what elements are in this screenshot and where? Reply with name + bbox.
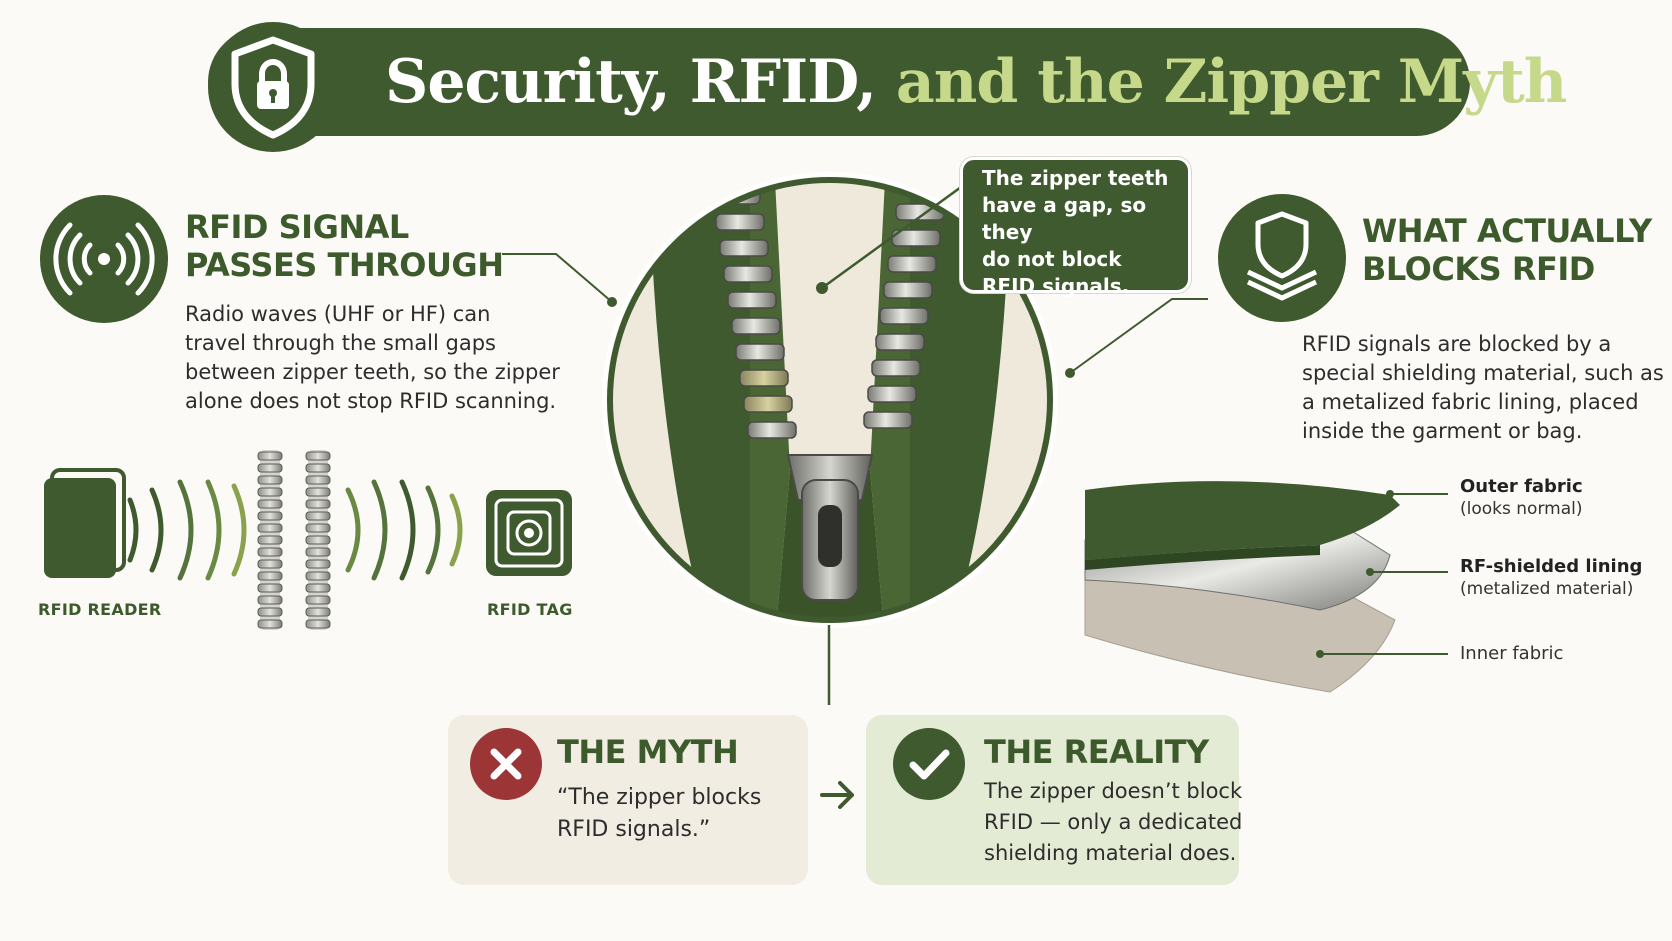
signal-body-line: Radio waves (UHF or HF) can <box>185 302 491 326</box>
shield-lock-icon <box>231 36 315 139</box>
outer-fabric-layer <box>1085 481 1400 570</box>
myth-quote-line: “The zipper blocks <box>557 785 762 810</box>
rfid-tag-icon <box>486 490 572 576</box>
callout-line: do not block <box>982 247 1122 271</box>
callout-line: RFID signals. <box>982 274 1130 298</box>
myth-heading: THE MYTH <box>557 733 739 771</box>
rfid-signal-diagram <box>44 450 572 630</box>
title-part-white: Security, RFID, <box>385 47 877 117</box>
signal-heading: RFID SIGNAL PASSES THROUGH <box>185 208 504 284</box>
title-banner <box>208 28 1470 136</box>
inner-fabric-label: Inner fabric <box>1460 643 1564 664</box>
signal-waves-left <box>127 479 247 581</box>
page-title: Security, RFID, and the Zipper Myth <box>385 44 1568 120</box>
zipper-closeup-illustration <box>602 172 1058 628</box>
signal-body-line: alone does not stop RFID scanning. <box>185 389 557 413</box>
lining-sub: (metalized material) <box>1460 579 1634 599</box>
signal-heading-line1: RFID SIGNAL <box>185 208 409 246</box>
reality-heading: THE REALITY <box>984 733 1209 771</box>
blocks-body-line: RFID signals are blocked by a <box>1302 332 1612 356</box>
signal-pointer-line <box>502 253 617 307</box>
blocks-heading-line2: BLOCKS RFID <box>1362 250 1595 288</box>
signal-body-line: travel through the small gaps <box>185 331 497 355</box>
blocks-body-line: inside the garment or bag. <box>1302 419 1583 443</box>
reality-badge <box>893 728 965 800</box>
blocks-icon-badge <box>1218 194 1346 322</box>
center-connector-line <box>827 625 831 705</box>
signal-icon-badge <box>40 195 168 323</box>
outer-fabric-title: Outer fabric <box>1460 476 1583 497</box>
callout-line: have a gap, so they <box>982 193 1147 244</box>
blocks-body: RFID signals are blocked by a special sh… <box>1302 330 1664 446</box>
outer-fabric-label: Outer fabric (looks normal) <box>1460 476 1583 520</box>
signal-body: Radio waves (UHF or HF) can travel throu… <box>185 300 560 416</box>
rfid-tag-label: RFID TAG <box>487 600 573 619</box>
rfid-reader-icon <box>44 468 126 578</box>
reality-text: The zipper doesn’t block RFID — only a d… <box>984 776 1242 869</box>
signal-body-line: between zipper teeth, so the zipper <box>185 360 560 384</box>
title-shield-badge <box>208 22 338 152</box>
rfid-reader-label: RFID READER <box>38 600 162 619</box>
fabric-layers-illustration <box>1084 481 1400 693</box>
outer-fabric-sub: (looks normal) <box>1460 499 1583 519</box>
blocks-body-line: a metalized fabric lining, placed <box>1302 390 1639 414</box>
signal-heading-line2: PASSES THROUGH <box>185 246 504 284</box>
reality-text-line: shielding material does. <box>984 841 1237 865</box>
blocks-body-line: special shielding material, such as <box>1302 361 1664 385</box>
check-icon <box>909 749 950 780</box>
blocks-heading: WHAT ACTUALLY BLOCKS RFID <box>1362 212 1652 288</box>
x-icon <box>490 748 522 780</box>
reality-text-line: The zipper doesn’t block <box>984 779 1243 803</box>
arrow-right-icon <box>820 781 854 809</box>
signal-waves-icon <box>53 222 155 296</box>
blocks-pointer-line <box>1065 298 1208 378</box>
shield-layers-icon <box>1246 211 1318 301</box>
signal-waves-right <box>345 479 463 581</box>
myth-badge <box>470 728 542 800</box>
callout-line: The zipper teeth <box>982 166 1169 190</box>
layer-pointer-lines <box>1316 490 1448 658</box>
blocks-heading-line1: WHAT ACTUALLY <box>1362 212 1652 250</box>
title-part-lime: and the Zipper Myth <box>895 47 1568 117</box>
lining-title: RF-shielded lining <box>1460 556 1643 577</box>
callout-pointer-line <box>816 180 969 294</box>
callout-text: The zipper teeth have a gap, so they do … <box>982 165 1192 300</box>
myth-quote: “The zipper blocks RFID signals.” <box>557 782 761 846</box>
lining-label: RF-shielded lining (metalized material) <box>1460 556 1642 600</box>
zipper-strips-icon <box>257 450 331 630</box>
reality-text-line: RFID — only a dedicated <box>984 810 1243 834</box>
myth-quote-line: RFID signals.” <box>557 817 711 842</box>
zipper-gap-callout <box>960 157 1191 293</box>
